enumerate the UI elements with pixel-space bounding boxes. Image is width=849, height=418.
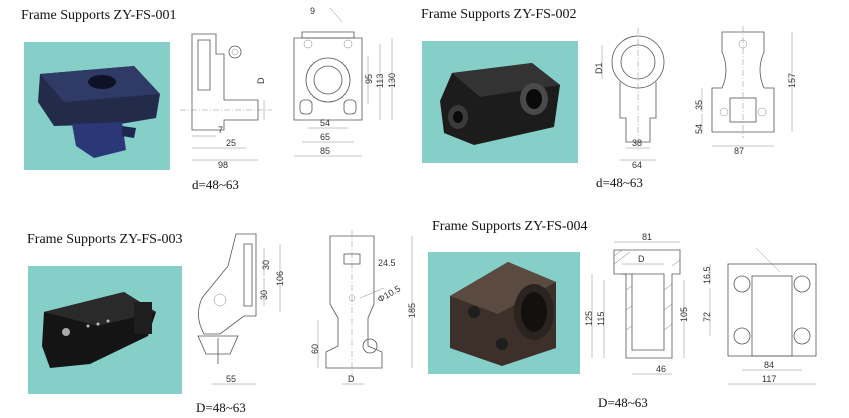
svg-text:125: 125	[584, 311, 594, 326]
side-view-drawing-001: D 7 25 98	[180, 30, 272, 170]
svg-text:117: 117	[762, 374, 776, 384]
product-caption-003: D=48~63	[196, 400, 246, 415]
svg-text:54: 54	[320, 118, 330, 128]
svg-text:24.5: 24.5	[378, 258, 396, 268]
product-photo-001	[24, 42, 170, 170]
svg-text:30: 30	[259, 290, 269, 300]
svg-text:38: 38	[632, 138, 642, 148]
side-view-drawing-002: D1 38 64	[590, 22, 690, 170]
svg-text:25: 25	[226, 138, 236, 148]
svg-text:D1: D1	[594, 62, 604, 74]
product-title-003: Frame Supports ZY-FS-003	[27, 232, 183, 247]
svg-text:130: 130	[387, 73, 397, 88]
svg-text:185: 185	[407, 303, 417, 318]
svg-text:106: 106	[275, 271, 285, 286]
svg-text:81: 81	[642, 232, 652, 242]
svg-text:7: 7	[218, 125, 223, 135]
svg-text:16.5: 16.5	[702, 266, 712, 284]
svg-text:D: D	[256, 77, 266, 84]
svg-text:D: D	[638, 254, 645, 264]
svg-text:60: 60	[310, 344, 320, 354]
svg-text:157: 157	[787, 73, 797, 88]
svg-text:Φ10.5: Φ10.5	[376, 283, 402, 304]
front-view-drawing-002: 35 54 157 87	[694, 22, 810, 160]
product-photo-004	[428, 252, 580, 374]
svg-text:64: 64	[632, 160, 642, 170]
svg-text:9: 9	[310, 6, 315, 16]
svg-text:D: D	[348, 374, 355, 384]
product-title-002: Frame Supports ZY-FS-002	[421, 7, 577, 22]
svg-text:65: 65	[320, 132, 330, 142]
svg-text:30: 30	[261, 260, 271, 270]
front-view-drawing-004: 16.5 72 84 117	[700, 247, 826, 394]
product-photo-003	[28, 266, 182, 394]
svg-text:84: 84	[764, 360, 774, 370]
product-caption-004: D=48~63	[598, 395, 648, 410]
svg-text:87: 87	[734, 146, 744, 156]
product-title-004: Frame Supports ZY-FS-004	[432, 219, 588, 234]
svg-text:85: 85	[320, 146, 330, 156]
front-view-drawing-001: 9 95 113 130 54 65 85	[282, 4, 402, 170]
svg-text:115: 115	[596, 312, 606, 326]
product-title-001: Frame Supports ZY-FS-001	[21, 8, 177, 23]
svg-text:98: 98	[218, 160, 228, 170]
product-photo-002	[422, 41, 578, 163]
front-view-drawing-003: 24.5 Φ10.5 60 185 D	[304, 228, 424, 398]
svg-text:105: 105	[679, 307, 689, 322]
svg-text:46: 46	[656, 364, 666, 374]
side-view-drawing-003: 30 30 106 55	[184, 226, 294, 400]
product-caption-002: d=48~63	[596, 175, 643, 190]
side-view-drawing-004: 81 D 125 115 105 46	[584, 230, 692, 388]
svg-text:95: 95	[364, 74, 374, 84]
svg-text:54: 54	[694, 124, 704, 134]
svg-text:35: 35	[694, 100, 704, 110]
svg-text:72: 72	[702, 312, 712, 322]
svg-text:55: 55	[226, 374, 236, 384]
svg-text:113: 113	[375, 74, 385, 88]
product-caption-001: d=48~63	[192, 177, 239, 192]
